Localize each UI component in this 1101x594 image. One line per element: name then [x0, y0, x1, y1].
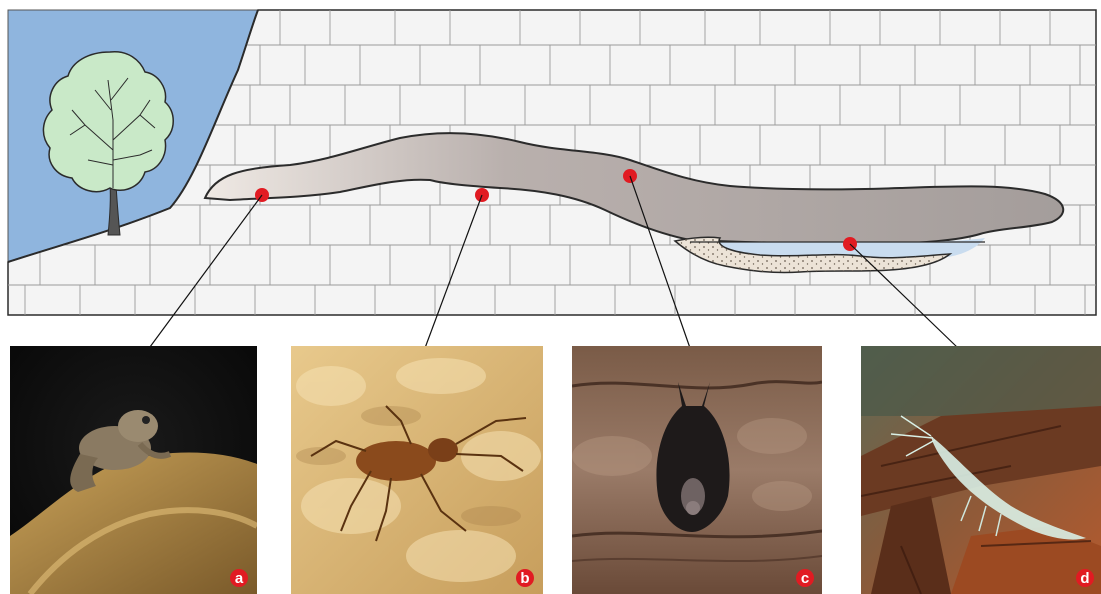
badge-a-label: a: [235, 570, 244, 587]
badge-b-label: b: [520, 570, 529, 587]
badge-d-label: d: [1080, 570, 1089, 587]
photo-c: c: [572, 346, 822, 594]
photo-b: b: [291, 346, 543, 594]
badge-c-label: c: [801, 570, 809, 587]
photo-d: d: [861, 346, 1101, 594]
photo-a: a: [10, 346, 257, 594]
